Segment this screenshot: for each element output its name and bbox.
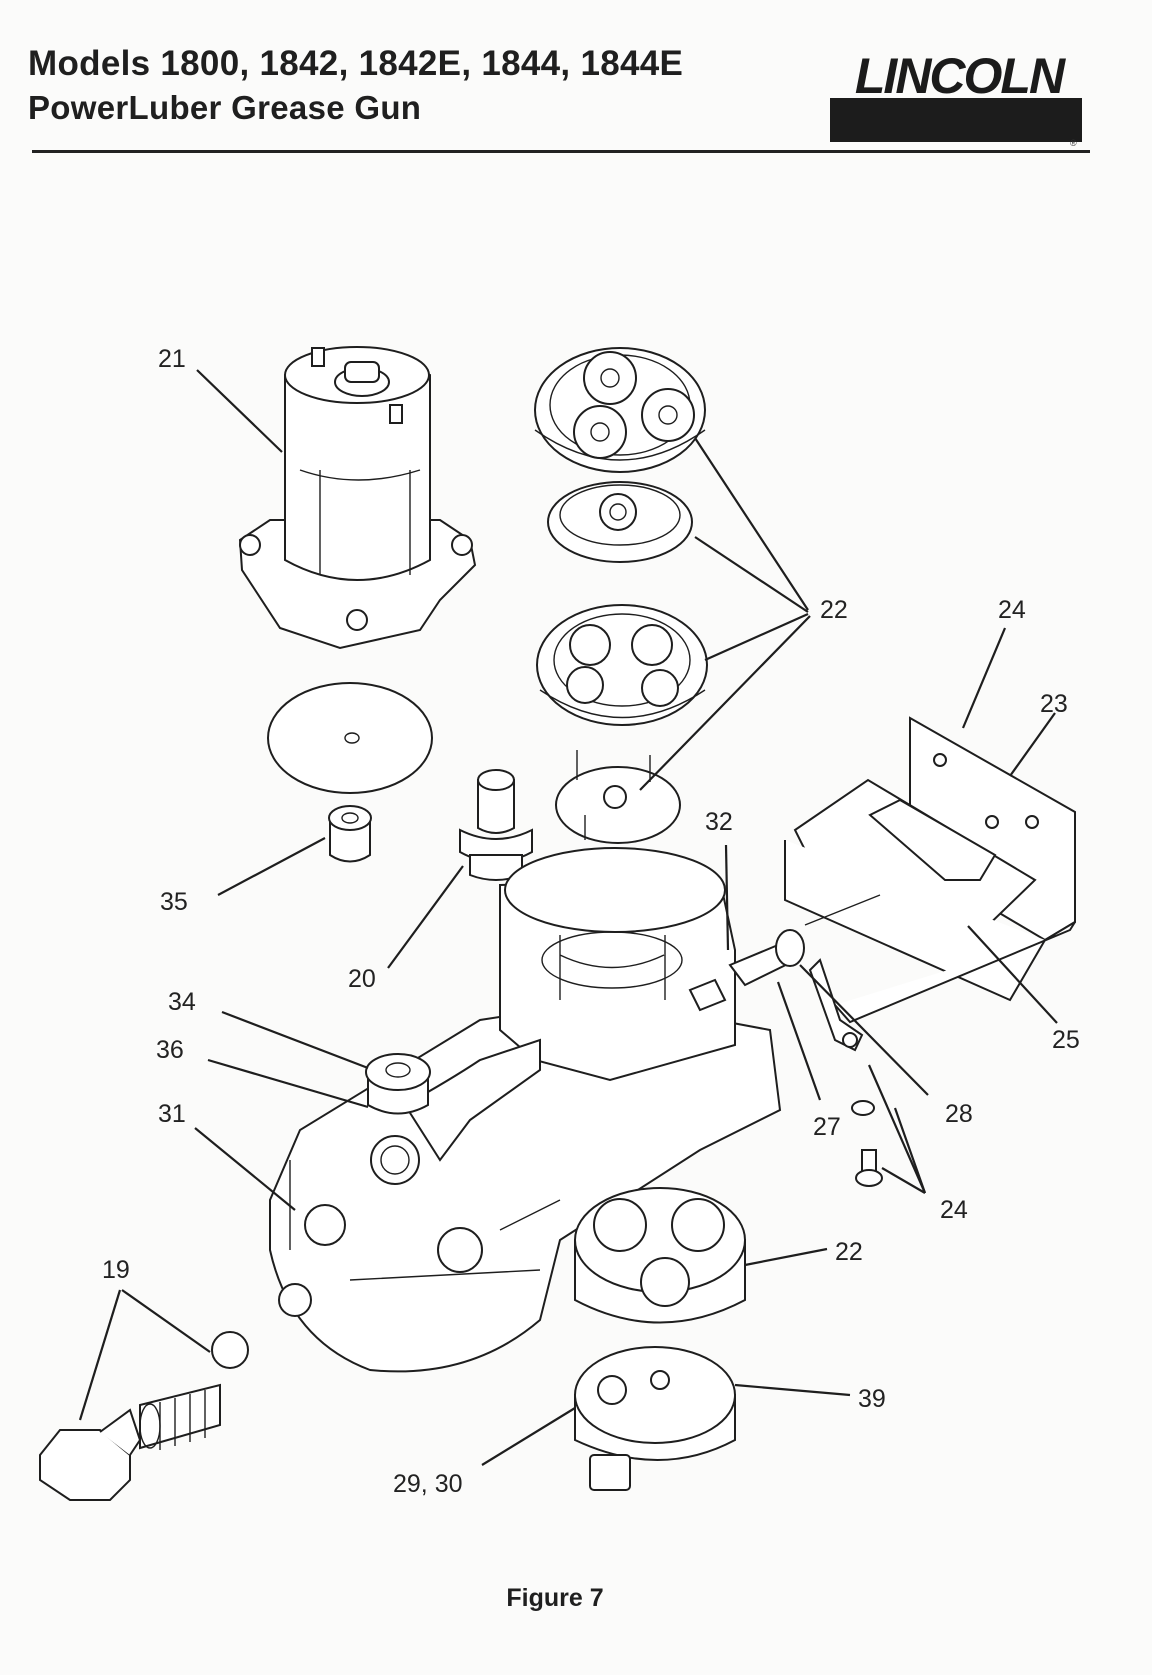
- title-product: PowerLuber Grease Gun: [28, 89, 422, 126]
- callout-23: 23: [1040, 690, 1068, 718]
- gasket-disc: [267, 682, 433, 794]
- lincoln-logo: LINCOLN: [830, 50, 1088, 146]
- title-models: Models 1800, 1842, 1842E, 1844, 1844E: [28, 44, 684, 83]
- callout-28: 28: [945, 1100, 973, 1128]
- header-rule: [32, 150, 1090, 153]
- relief-valve-parts: [39, 1331, 249, 1501]
- link-arm-part: [688, 894, 881, 1052]
- leader-lines: [78, 369, 1058, 1466]
- figure-caption: Figure 7: [506, 1584, 604, 1612]
- callout-25: 25: [1052, 1026, 1080, 1054]
- plug-screw-part: [365, 1053, 431, 1115]
- small-washer: [851, 1100, 875, 1116]
- registered-mark: ®: [1070, 138, 1077, 148]
- callout-35: 35: [160, 888, 188, 916]
- motor-part: [238, 346, 477, 650]
- callout-29-30: 29, 30: [393, 1470, 463, 1498]
- document-title: Models 1800, 1842, 1842E, 1844, 1844E Po…: [28, 42, 683, 130]
- callout-19: 19: [102, 1256, 130, 1284]
- callout-34: 34: [168, 988, 196, 1016]
- callout-31: 31: [158, 1100, 186, 1128]
- callout-24-lower: 24: [940, 1196, 968, 1224]
- logo-bar: [830, 98, 1082, 142]
- callout-36: 36: [156, 1036, 184, 1064]
- socket-screw-part: [328, 805, 372, 863]
- small-stud: [855, 1149, 883, 1187]
- callout-27: 27: [813, 1113, 841, 1141]
- callout-24-upper: 24: [998, 596, 1026, 624]
- logo-wordmark: LINCOLN: [854, 48, 1065, 104]
- upper-gear-assembly: [534, 347, 708, 844]
- mounting-bracket-part: [784, 716, 1076, 1024]
- callout-32: 32: [705, 808, 733, 836]
- callout-22-upper: 22: [820, 596, 848, 624]
- callout-39: 39: [858, 1385, 886, 1413]
- lower-gear-assembly: [574, 1187, 746, 1491]
- callout-20: 20: [348, 965, 376, 993]
- callout-22-lower: 22: [835, 1238, 863, 1266]
- callout-21: 21: [158, 345, 186, 373]
- shaft-part: [459, 769, 533, 881]
